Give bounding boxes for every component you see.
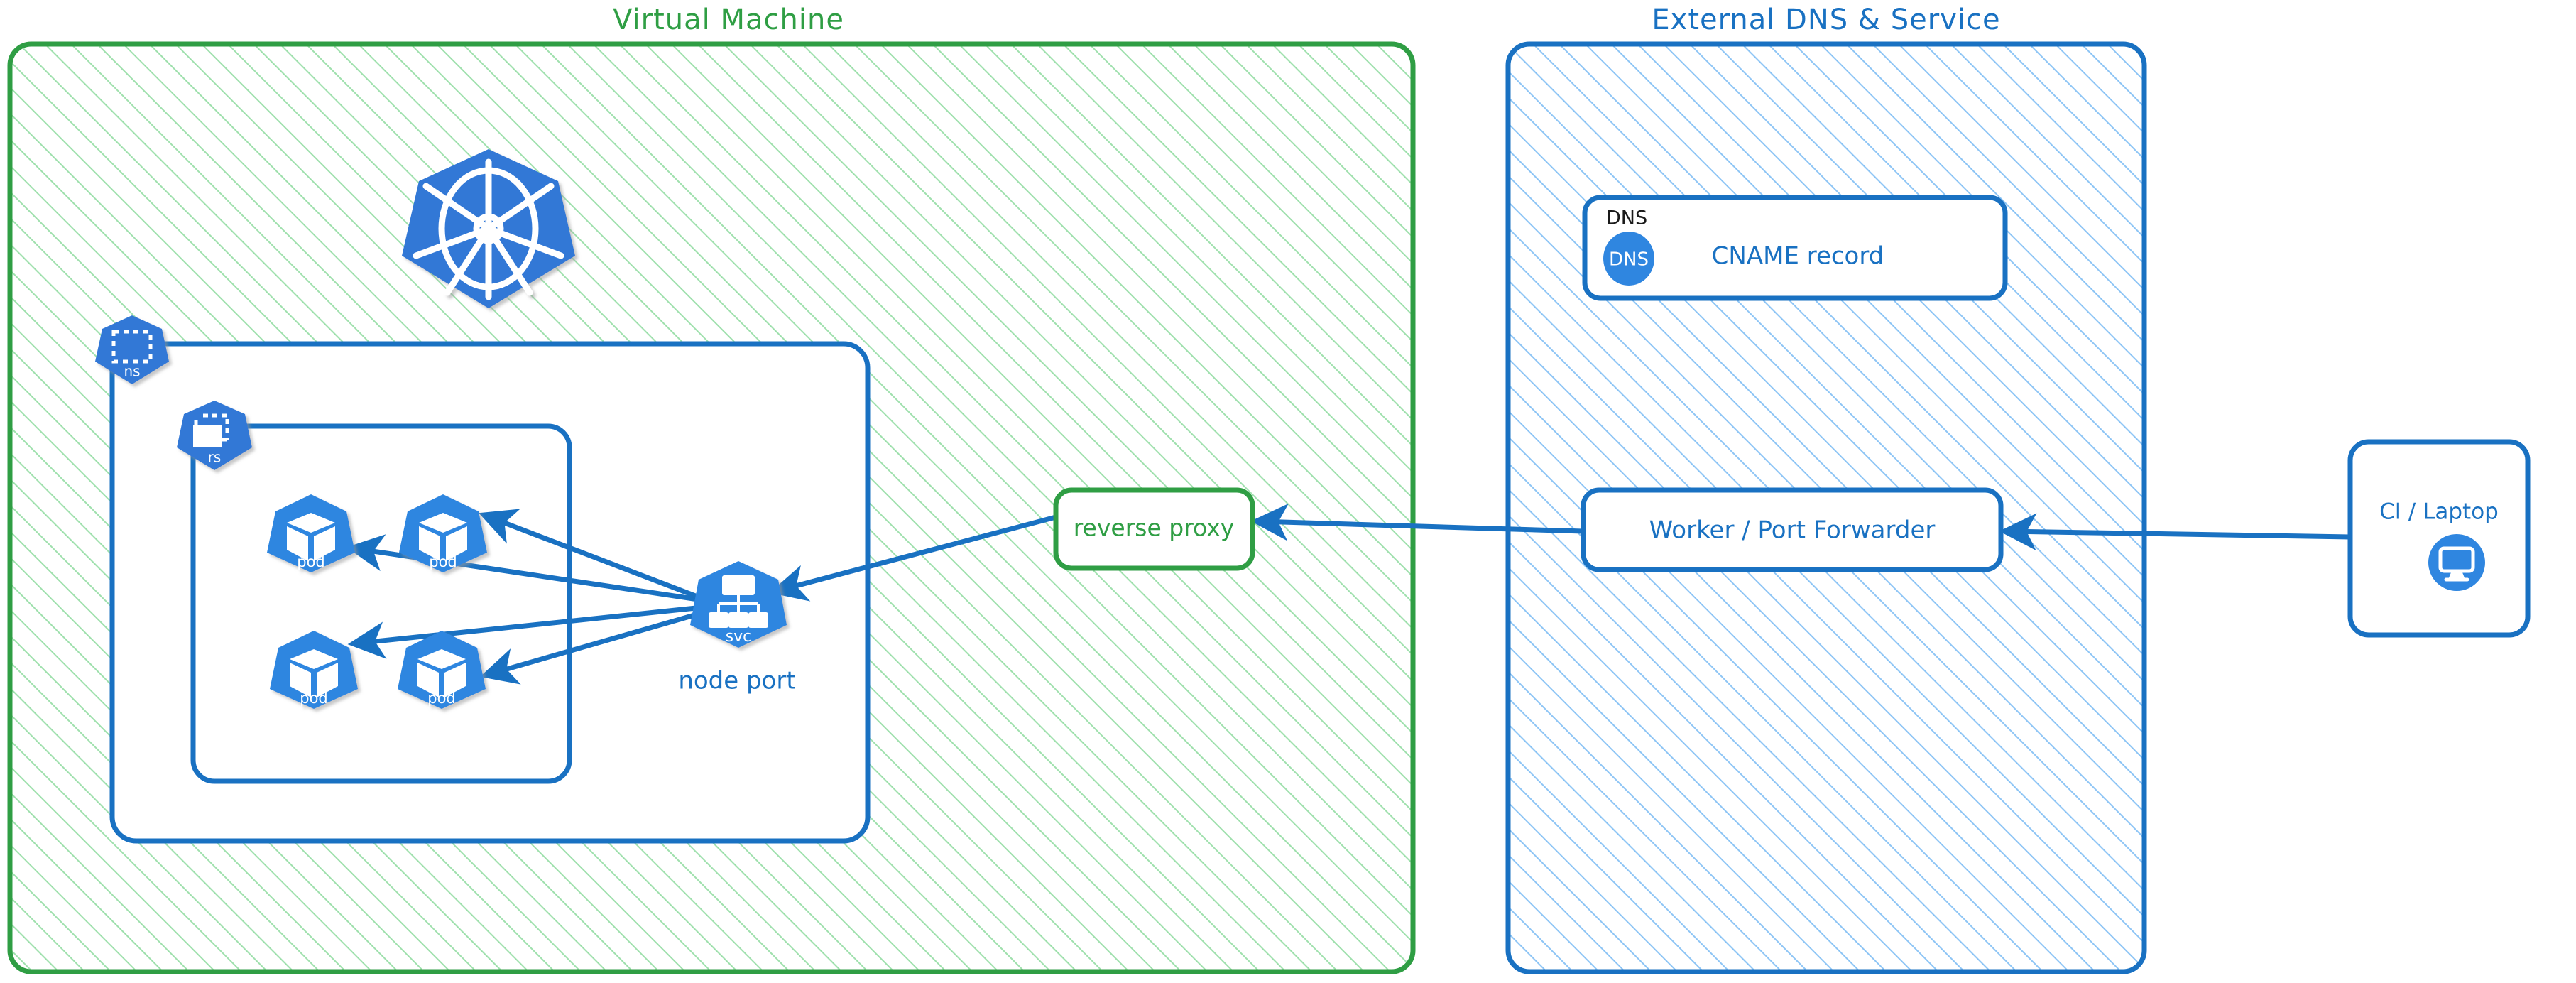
pod-4: pod: [398, 631, 486, 709]
replicaset-badge: rs: [177, 401, 252, 470]
ci-laptop-frame[interactable]: [2347, 439, 2531, 638]
namespace-badge: ns: [95, 315, 169, 384]
pod-1: pod: [267, 494, 355, 572]
pod-4-label: pod: [427, 690, 456, 707]
group-title-virtual-machine: Virtual Machine: [613, 4, 844, 36]
reverse-proxy-label: reverse proxy: [1074, 514, 1235, 542]
replicaset-badge-label: rs: [208, 449, 222, 466]
ci-laptop-box[interactable]: CI / Laptop: [2347, 439, 2531, 638]
edge-svc-to-pod-4: [479, 609, 705, 685]
pod-3: pod: [270, 631, 358, 709]
edge-svc-to-pod-2: [479, 509, 704, 602]
dns-card-frame[interactable]: [1582, 195, 2008, 301]
edge-svc-to-pod-3: [347, 604, 704, 659]
edge-worker-to-reverse-proxy: [1250, 504, 1584, 541]
ci-laptop-label: CI / Laptop: [2379, 499, 2499, 525]
reverse-proxy-box-frame[interactable]: [1053, 487, 1255, 571]
namespace-badge-label: ns: [124, 363, 140, 380]
replicaset-box: [190, 423, 572, 784]
pod-2: pod: [399, 494, 487, 572]
service-badge-label: svc: [726, 628, 752, 646]
dns-badge-label: DNS: [1609, 249, 1649, 271]
service-node: svc: [690, 561, 787, 648]
pod-1-label: pod: [297, 553, 325, 570]
pod-2-label: pod: [429, 553, 457, 570]
dns-card-heading: DNS: [1606, 207, 1647, 229]
pod-3-label: pod: [300, 690, 328, 707]
edge-reverse-proxy-to-service: [769, 514, 1057, 602]
desktop-monitor-icon: [2428, 534, 2485, 591]
worker-port-forwarder-label: Worker / Port Forwarder: [1649, 516, 1936, 545]
node-port-caption: node port: [678, 667, 795, 695]
reverse-proxy-box[interactable]: reverse proxy: [1053, 487, 1255, 571]
dns-badge-icon: [1603, 232, 1654, 286]
worker-port-forwarder-frame[interactable]: [1581, 487, 2004, 572]
dns-card[interactable]: DNS DNS CNAME record: [1582, 195, 2008, 301]
worker-port-forwarder-box[interactable]: Worker / Port Forwarder: [1581, 487, 2004, 572]
group-title-external-dns-service: External DNS & Service: [1652, 4, 2000, 36]
edge-ci-laptop-to-worker: [1999, 513, 2351, 550]
kubernetes-logo: [402, 149, 575, 308]
cname-record-label: CNAME record: [1712, 242, 1884, 271]
